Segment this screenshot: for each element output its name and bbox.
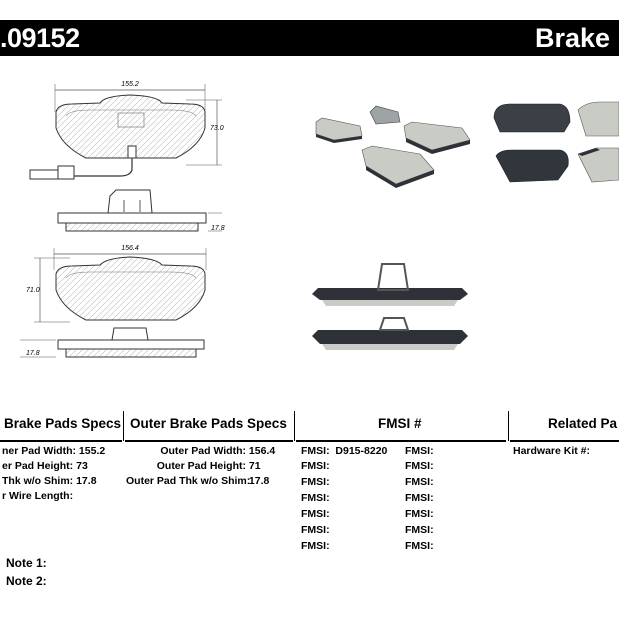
fmsi-row: FMSI: [405,476,434,488]
related-heading: Related Pa [548,416,618,431]
fmsi-row: FMSI: D915-8220 [301,445,388,457]
inner-spec-row: ner Pad Width: 155.2 [2,445,106,457]
part-number: .09152 [0,23,80,53]
outer-spec-row: Outer Pad Height: 71 [156,460,261,472]
fmsi-row: FMSI: [301,460,330,472]
inner-height-dim: 73.0 [210,125,224,132]
brake-pad-drawing: 155.2 73.0 17.8 156.4 71.0 17.8 [20,81,619,358]
hardware-kit-row: Hardware Kit #: [513,445,591,457]
fmsi-heading: FMSI # [378,416,422,431]
fmsi-row: FMSI: [405,508,434,520]
outer-thk-dim: 17.8 [26,350,40,357]
fmsi-row: FMSI: [301,524,330,536]
outer-pad-outline [34,248,207,323]
inner-width-dim: 155.2 [121,81,139,88]
pad-side-photo [312,263,468,350]
fmsi-row: FMSI: [405,492,434,504]
inner-thk-dim: 17.8 [211,225,225,232]
header-divider [294,411,295,441]
title-bar: .09152 Brake F [0,20,619,56]
inner-specs-heading: Brake Pads Specs [4,416,122,431]
outer-spec-row: Outer Pad Width: 156.4 [160,445,276,457]
fmsi-row: FMSI: [405,460,434,472]
outer-width-dim: 156.4 [121,245,139,252]
fmsi-row: FMSI: [405,540,434,552]
header-rule [510,440,619,442]
header-divider [508,411,509,441]
header-rule [125,440,293,442]
header-rule [0,440,122,442]
outer-pad-profile [20,327,205,358]
fmsi-row: FMSI: [405,524,434,536]
fmsi-row: FMSI: [301,492,330,504]
pad-photo-set-2 [493,101,619,183]
header-rule [296,440,506,442]
inner-spec-row: Thk w/o Shim: 17.8 [2,475,97,487]
inner-pad-profile [57,189,222,232]
outer-specs-heading: Outer Brake Pads Specs [130,416,287,431]
fmsi-row: FMSI: [301,540,330,552]
note-1: Note 1: [6,556,47,570]
inner-spec-row: er Pad Height: 73 [2,460,88,472]
header-divider [123,411,124,441]
fmsi-row: FMSI: [301,508,330,520]
outer-height-dim: 71.0 [26,287,40,294]
note-2: Note 2: [6,574,47,588]
pad-photo-set-1 [315,105,471,188]
inner-spec-row: r Wire Length: [2,490,74,502]
inner-pad-outline [29,84,222,180]
outer-spec-row: Outer Pad Thk w/o Shim: 17.8 [126,475,270,487]
fmsi-row: FMSI: [405,445,434,457]
fmsi-row: FMSI: [301,476,330,488]
page-title: Brake F [535,23,619,53]
